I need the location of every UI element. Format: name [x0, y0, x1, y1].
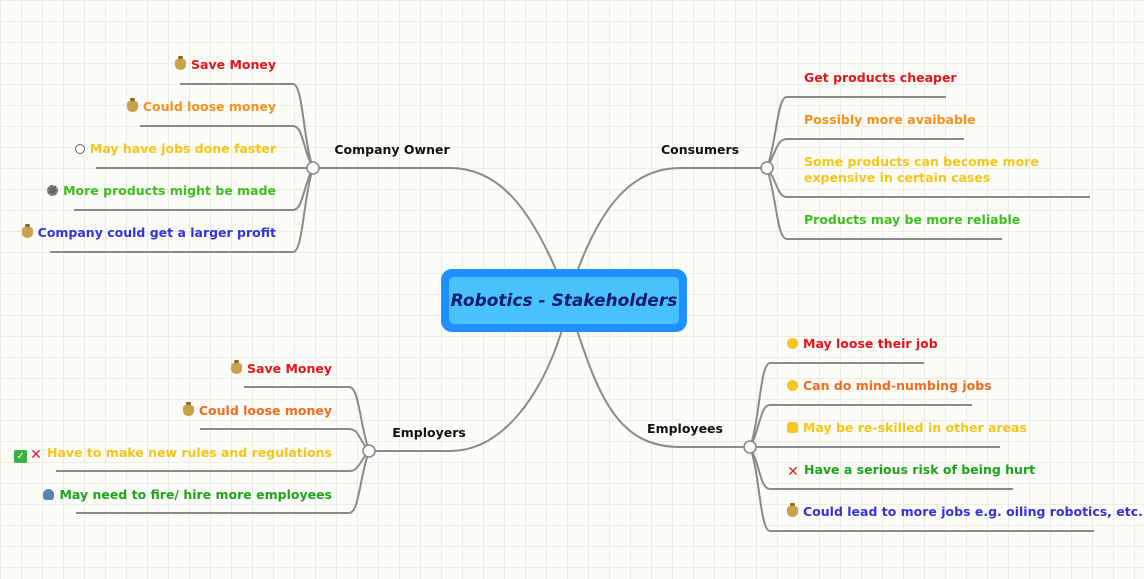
employees-item[interactable]: ✕Have a serious risk of being hurt: [787, 462, 1036, 480]
money-bag-icon: [231, 360, 243, 374]
employees-item[interactable]: Can do mind-numbing jobs: [787, 378, 992, 394]
gear-icon: [47, 185, 59, 196]
consumers-item[interactable]: Products may be more reliable: [804, 212, 1021, 227]
company-owner-item[interactable]: Save Money: [175, 56, 276, 73]
company-owner-item[interactable]: Company could get a larger profit: [21, 224, 276, 241]
company-owner-collapse-knob: [306, 161, 320, 175]
central-topic-title: Robotics - Stakeholders: [449, 277, 679, 324]
connector-company-owner: [313, 167, 558, 273]
employers-item[interactable]: May need to fire/ hire more employees: [43, 487, 332, 503]
consumers-collapse-knob: [760, 161, 774, 175]
employees-item[interactable]: May be re-skilled in other areas: [787, 420, 1027, 436]
money-bag-icon: [21, 224, 33, 238]
consumers-item[interactable]: Possibly more avaibable: [804, 112, 976, 127]
branch-employers[interactable]: Employers: [392, 425, 466, 440]
clock-icon: [74, 144, 85, 154]
employers-item[interactable]: ✓✕Have to make new rules and regulations: [14, 445, 332, 463]
connector-consumers: [576, 167, 767, 273]
employers-collapse-knob: [362, 444, 376, 458]
consumers-item[interactable]: Get products cheaper: [804, 70, 957, 85]
check-icon: ✓: [14, 450, 28, 463]
branch-consumers[interactable]: Consumers: [660, 142, 740, 157]
user-icon: [43, 489, 55, 500]
employees-collapse-knob: [743, 440, 757, 454]
thumbs-up-icon: [787, 422, 798, 433]
company-owner-item[interactable]: Could loose money: [126, 98, 276, 115]
branch-employees[interactable]: Employees: [647, 421, 723, 436]
money-bag-icon: [182, 402, 194, 416]
cross-icon: ✕: [30, 447, 42, 463]
cross-icon: ✕: [787, 464, 799, 480]
branch-company-owner[interactable]: Company Owner: [334, 142, 450, 157]
central-topic[interactable]: Robotics - Stakeholders: [441, 269, 687, 332]
connector-employees: [576, 329, 750, 448]
money-bag-icon: [126, 98, 138, 112]
connector-employers: [369, 329, 563, 452]
employers-item[interactable]: Could loose money: [182, 402, 332, 419]
money-bag-icon: [787, 503, 798, 517]
employees-item[interactable]: Could lead to more jobs e.g. oiling robo…: [787, 503, 1143, 520]
consumers-item[interactable]: Some products can become more expensive …: [804, 154, 1039, 185]
money-bag-icon: [175, 56, 187, 70]
face-icon: [787, 380, 798, 391]
company-owner-item[interactable]: May have jobs done faster: [74, 141, 276, 157]
company-owner-item[interactable]: More products might be made: [47, 183, 276, 199]
employees-item[interactable]: May loose their job: [787, 336, 938, 352]
face-icon: [787, 338, 798, 349]
employers-item[interactable]: Save Money: [231, 360, 332, 377]
